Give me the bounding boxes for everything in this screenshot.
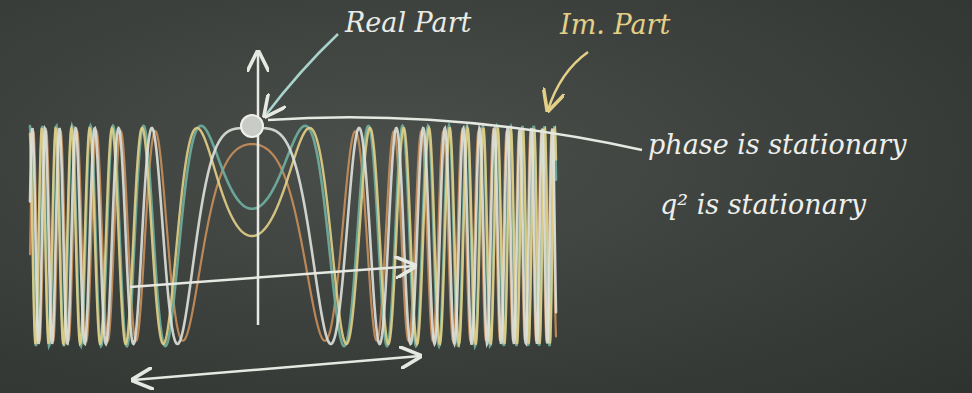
wave-curve xyxy=(30,128,556,344)
chalk-label: q² is stationary xyxy=(660,190,866,220)
wave-curve xyxy=(30,126,556,346)
label-anchor: phase is stationary xyxy=(648,130,906,160)
chalk-label: phase is stationary xyxy=(648,130,906,160)
stationary-point xyxy=(241,115,263,137)
im-part-leader xyxy=(548,52,588,110)
width-arrow xyxy=(133,356,420,380)
wave-curve xyxy=(30,128,556,344)
stationary-leader xyxy=(268,117,642,150)
horizontal-axis xyxy=(130,266,415,287)
wave-curves xyxy=(30,126,556,346)
chalk-label: Im. Part xyxy=(560,10,670,40)
vertical-axis xyxy=(257,52,260,325)
chalk-label: Real Part xyxy=(345,8,471,38)
label-anchor: Im. Part xyxy=(560,10,670,40)
label-anchor: q² is stationary xyxy=(660,190,866,220)
real-part-leader xyxy=(265,34,338,116)
label-anchor: Real Part xyxy=(345,8,471,38)
